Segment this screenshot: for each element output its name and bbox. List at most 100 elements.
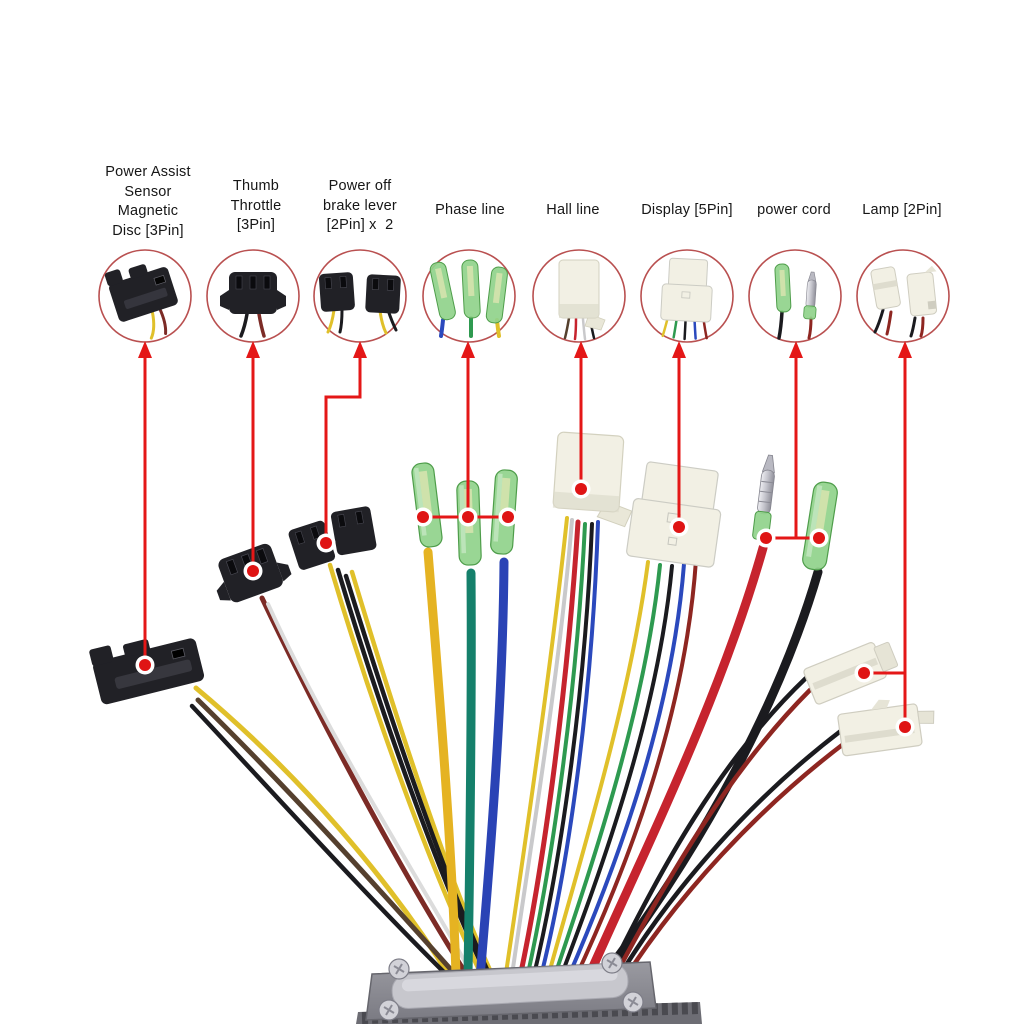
connector-shade: [552, 491, 620, 513]
callout-label-lamp: Lamp [2Pin]: [862, 202, 942, 218]
arrowhead-icon: [574, 341, 588, 358]
lamp-connector-2: [837, 699, 935, 757]
wire-display-yellow: [546, 560, 650, 979]
fin-serration: [361, 1002, 701, 1024]
callout-label-brake-lever: Power off brake lever [2Pin] x 2: [323, 178, 397, 233]
wire-display-dark-red: [572, 558, 698, 983]
arrowhead-icon: [461, 341, 475, 358]
plate-screws: [378, 952, 644, 1021]
callout-label-hall-line: Hall line: [546, 202, 600, 218]
green-bullet-terminals-icon: [429, 259, 508, 338]
callout-arrows: [135, 341, 915, 737]
wire-hall-green: [525, 522, 587, 980]
wire-power-assist-yellow: [193, 685, 455, 983]
white-5pin-connector-icon: [660, 257, 713, 341]
wire-hall-black: [531, 522, 594, 981]
callout-dots: [135, 479, 915, 737]
brake-connector-right: [330, 506, 377, 556]
screw-icon: [601, 952, 623, 974]
lamp-connector-pair: [803, 641, 935, 757]
arrowhead-icon: [789, 341, 803, 358]
sheen: [493, 473, 503, 542]
display-connector: [626, 461, 722, 568]
bullet-terminal-pair-icon: [774, 263, 817, 340]
white-hall-connector-icon: [558, 259, 606, 341]
connector-tab: [123, 639, 151, 657]
target-dot-icon: [458, 507, 478, 527]
wire-harness: [189, 516, 849, 988]
wire-hall-blue: [538, 520, 600, 982]
wire-lamp-black-1: [607, 675, 809, 975]
arrowhead-icon: [138, 341, 152, 358]
screw-icon: [622, 991, 644, 1013]
phase-bullet-yellow: [411, 462, 443, 548]
wire-display-blue: [565, 562, 686, 982]
pin-slot: [310, 525, 321, 540]
target-dot-icon: [854, 663, 874, 683]
wire-brake-yellow-2: [349, 569, 498, 984]
callout-label-thumb-throttle: Thumb Throttle [3Pin]: [230, 178, 282, 233]
wire-power-assist-black: [189, 703, 460, 988]
grommet-highlight: [401, 968, 618, 992]
power-green-bullet: [802, 481, 838, 571]
arrowhead-icon: [672, 341, 686, 358]
ridge: [758, 500, 771, 504]
connector-body: [330, 506, 377, 556]
wire-power-red: [583, 543, 768, 983]
pin-slot: [294, 530, 305, 545]
pin-slot: [225, 558, 239, 576]
wire-phase-blue: [475, 557, 509, 983]
target-dot-icon: [669, 517, 689, 537]
white-2pin-connector-pair-icon: [870, 265, 938, 338]
wire-lamp-red-2: [622, 739, 849, 981]
wire-power-assist-brown: [195, 697, 465, 985]
ridge: [759, 490, 773, 494]
connector-body: [552, 431, 625, 513]
terminal-metal: [418, 470, 433, 516]
target-dot-icon: [756, 528, 776, 548]
target-dot-icon: [413, 507, 433, 527]
connector-head: [873, 641, 899, 672]
connector-wing: [276, 562, 292, 582]
connector-wing: [216, 581, 231, 601]
target-dot-icon: [498, 507, 518, 527]
brake-connector-pair: [288, 506, 377, 570]
wire-display-black: [558, 564, 674, 981]
black-sm-3pin-connector-icon: [220, 272, 286, 338]
pin-slot: [337, 513, 347, 528]
arrowhead-icon: [246, 341, 260, 358]
wire-throttle-maroon: [259, 595, 473, 983]
screw-icon: [388, 958, 410, 980]
terminal-metal: [814, 489, 830, 539]
callout-circles: [98, 249, 950, 343]
callout-label-power-assist-sensor: Power Assist Sensor Magnetic Disc [3Pin]: [105, 164, 191, 239]
arrowhead-icon: [353, 341, 367, 358]
wire-hall-yellow: [504, 516, 569, 975]
pin-slot: [255, 547, 269, 565]
connector-tab: [89, 645, 114, 667]
wire-hall-gray: [510, 518, 574, 977]
callout-label-display: Display [5Pin]: [641, 202, 733, 218]
target-dot-icon: [316, 533, 336, 553]
callout-circle-power-cord: [748, 249, 842, 343]
connector-hole: [170, 647, 186, 660]
brake-connector-left: [288, 520, 336, 570]
connector-notch: [917, 710, 935, 724]
latch-mark: [667, 536, 678, 546]
connector-latch: [114, 659, 193, 689]
wire-phase-green: [463, 568, 476, 980]
connector-tab: [871, 699, 890, 710]
ridge: [761, 480, 774, 484]
arrow-line-brake: [324, 355, 362, 543]
callout-label-power-cord: power cord: [757, 202, 831, 218]
wire-phase-yellow: [423, 547, 461, 980]
wire-display-green: [552, 563, 662, 980]
black-sm-2pin-connector-pair-icon: [318, 272, 401, 335]
cable-grommet: [391, 963, 629, 1009]
hall-connector: [552, 431, 633, 528]
target-dot-icon: [135, 655, 155, 675]
black-sm-3pin-connector-icon: [104, 264, 178, 340]
arrowhead-icon: [898, 341, 912, 358]
